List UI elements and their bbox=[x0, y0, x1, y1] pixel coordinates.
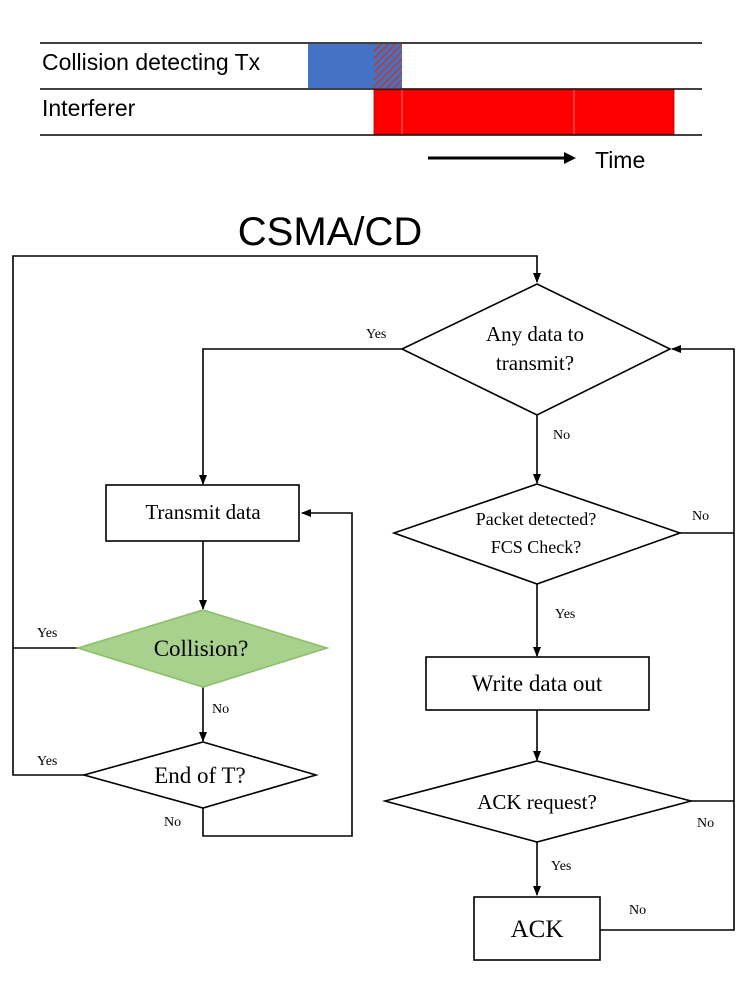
tx-transmission-block bbox=[308, 44, 376, 88]
ack-request-diamond bbox=[381, 760, 695, 843]
ack-label: ACK bbox=[511, 916, 564, 943]
conn-end-of-t-no bbox=[202, 509, 353, 837]
collision-hatched-block bbox=[374, 44, 402, 88]
node-end-of-t: End of T? bbox=[81, 741, 319, 809]
conn-right-return bbox=[600, 345, 735, 931]
transmit-data-box bbox=[105, 484, 300, 542]
ack-box bbox=[473, 896, 601, 961]
any-data-line1: Any data to bbox=[486, 322, 584, 346]
any-data-diamond bbox=[400, 283, 672, 416]
write-data-box bbox=[425, 656, 650, 711]
label-yes-packet: Yes bbox=[555, 607, 575, 622]
label-no-ack-request: No bbox=[697, 816, 714, 831]
label-yes-collision: Yes bbox=[37, 626, 57, 641]
end-of-t-label: End of T? bbox=[154, 763, 246, 788]
node-collision: Collision? bbox=[75, 609, 330, 688]
label-no-collision: No bbox=[212, 702, 229, 717]
node-packet-detected: Packet detected? FCS Check? bbox=[391, 483, 683, 585]
conn-any-data-yes bbox=[199, 348, 402, 485]
label-no-end-of-t: No bbox=[164, 815, 181, 830]
node-any-data: Any data to transmit? bbox=[400, 283, 672, 416]
node-transmit-data: Transmit data bbox=[105, 484, 300, 542]
packet-detected-diamond bbox=[391, 483, 683, 585]
end-of-t-diamond bbox=[81, 741, 319, 809]
write-data-label: Write data out bbox=[472, 671, 603, 696]
packet-detected-line1: Packet detected? bbox=[476, 509, 596, 529]
time-label: Time bbox=[595, 147, 645, 173]
loop-end-of-t-yes bbox=[12, 648, 84, 776]
label-no-packet: No bbox=[692, 509, 709, 524]
label-yes-ack-request: Yes bbox=[551, 859, 571, 874]
label-yes-end-of-t: Yes bbox=[37, 754, 57, 769]
connectors bbox=[12, 255, 735, 931]
row-label-tx: Collision detecting Tx bbox=[42, 49, 261, 75]
row-label-interferer: Interferer bbox=[42, 95, 136, 121]
node-ack: ACK bbox=[473, 896, 601, 961]
transmit-data-label: Transmit data bbox=[145, 500, 261, 524]
collision-diamond bbox=[75, 609, 330, 688]
time-arrow-head bbox=[564, 152, 576, 164]
label-yes-any-data: Yes bbox=[366, 327, 386, 342]
packet-detected-line2: FCS Check? bbox=[491, 537, 582, 557]
branch-labels: Yes No No Yes Yes No Yes No Yes No No bbox=[37, 327, 714, 918]
node-write-data: Write data out bbox=[425, 656, 650, 711]
diagram-title: CSMA/CD bbox=[238, 210, 422, 254]
label-no-any-data: No bbox=[553, 428, 570, 443]
loop-collision-yes bbox=[12, 255, 541, 649]
timeline: Collision detecting Tx Interferer Time bbox=[40, 42, 702, 173]
collision-label: Collision? bbox=[154, 636, 249, 661]
label-no-ack: No bbox=[629, 903, 646, 918]
node-ack-request: ACK request? bbox=[381, 760, 695, 843]
ack-request-label: ACK request? bbox=[477, 790, 597, 814]
any-data-line2: transmit? bbox=[496, 351, 574, 375]
interferer-block bbox=[373, 89, 675, 135]
